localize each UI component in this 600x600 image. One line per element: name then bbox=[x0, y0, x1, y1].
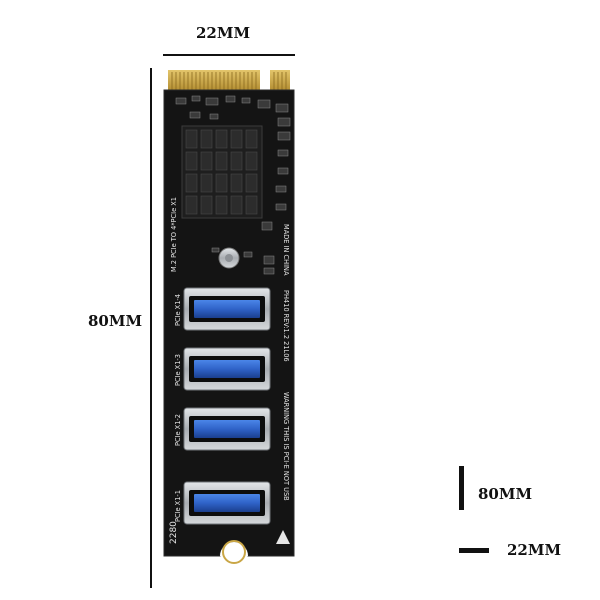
mounting-notch bbox=[220, 542, 248, 556]
legend-width-label: 22MM bbox=[507, 541, 562, 559]
gold-fingers bbox=[168, 70, 290, 92]
smd-components-top bbox=[175, 95, 291, 231]
silk-board-title: M.2 PCIe TO 4*PCIe X1 bbox=[170, 197, 178, 272]
legend-height-bar bbox=[459, 466, 464, 510]
silk-warning: WARNING THIS IS PCI-E NOT USB bbox=[282, 392, 290, 501]
height-dimension-label: 80MM bbox=[88, 312, 143, 330]
mounting-pad bbox=[222, 540, 246, 564]
silk-port-label-1: PCIe X1-1 bbox=[174, 490, 182, 522]
usb-port-3 bbox=[183, 407, 271, 451]
warning-triangle-icon bbox=[276, 530, 290, 544]
smd-components-mid bbox=[211, 247, 275, 275]
silk-port-label-2: PCIe X1-2 bbox=[174, 414, 182, 446]
usb-port-4 bbox=[183, 481, 271, 525]
usb-port-1 bbox=[183, 287, 271, 331]
height-dimension-line bbox=[150, 68, 152, 588]
usb-port-2 bbox=[183, 347, 271, 391]
heatsink bbox=[181, 125, 263, 219]
silk-port-label-3: PCIe X1-3 bbox=[174, 354, 182, 386]
silk-port-label-4: PCIe X1-4 bbox=[174, 294, 182, 326]
silk-made-in-china: MADE IN CHINA bbox=[282, 224, 290, 276]
standoff-screw bbox=[218, 247, 240, 269]
width-dimension-line bbox=[163, 54, 295, 56]
silk-revision: PH410 REV:1.2 21L06 bbox=[282, 290, 290, 362]
legend-height-label: 80MM bbox=[478, 485, 533, 503]
width-dimension-label: 22MM bbox=[196, 24, 251, 42]
legend-width-bar bbox=[459, 548, 489, 553]
silk-corner-mark: 2280 bbox=[169, 521, 179, 544]
